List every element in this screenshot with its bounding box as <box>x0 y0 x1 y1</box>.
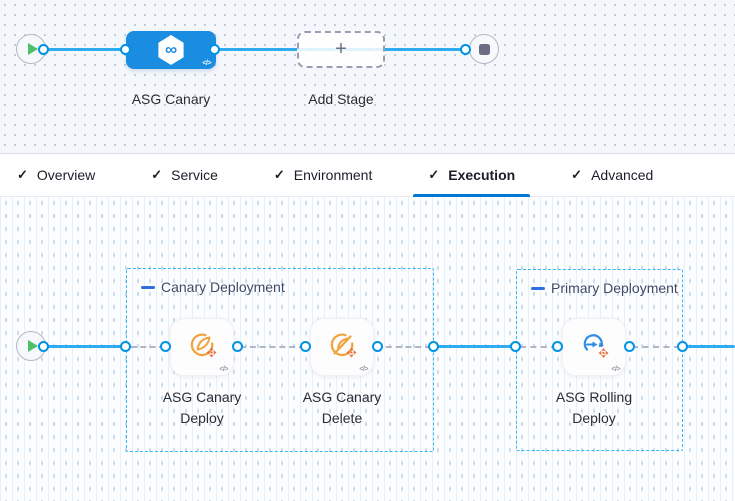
connector-port <box>38 44 49 55</box>
dashed-connector-line <box>240 346 305 348</box>
dashed-connector-line <box>376 346 431 348</box>
connector-port <box>510 341 521 352</box>
plus-icon: + <box>335 37 347 60</box>
tab-label: Service <box>171 167 218 183</box>
tab-label: Advanced <box>591 167 654 183</box>
execution-connector-line <box>683 345 735 348</box>
tab-label: Execution <box>448 167 516 183</box>
group-dash-icon <box>531 286 545 290</box>
group-dash-icon <box>141 285 155 289</box>
asg-delete-icon <box>330 333 357 358</box>
group-title: Canary Deployment <box>161 279 285 295</box>
connector-port <box>38 341 49 352</box>
check-icon: ✓ <box>151 167 163 182</box>
check-icon: ✓ <box>273 167 285 182</box>
connector-port <box>428 341 439 352</box>
play-icon <box>27 340 38 352</box>
dashed-connector-line <box>632 346 680 348</box>
connector-port <box>624 341 635 352</box>
execution-connector-line <box>434 345 516 348</box>
step-card-asg-canary-delete[interactable]: </> <box>310 318 374 376</box>
tab-environment[interactable]: ✓ Environment <box>259 154 388 196</box>
tab-label: Environment <box>293 167 373 183</box>
connector-port <box>460 44 471 55</box>
tab-execution[interactable]: ✓ Execution <box>413 154 530 197</box>
step-label: ASG Rolling Deploy <box>555 389 633 426</box>
yaml-badge-icon[interactable]: </> <box>202 60 211 67</box>
connector-port <box>209 44 220 55</box>
add-stage-button[interactable]: + <box>297 31 385 68</box>
group-primary-deployment: Primary Deployment <box>516 269 683 451</box>
connector-port <box>300 341 311 352</box>
stage-node-asg-canary[interactable]: ∞ </> <box>126 31 216 69</box>
yaml-badge-icon[interactable]: </> <box>359 366 368 373</box>
group-canary-deployment: Canary Deployment <box>126 268 434 452</box>
group-title: Primary Deployment <box>551 280 678 296</box>
connector-port <box>552 341 563 352</box>
dashed-connector-line <box>520 346 557 348</box>
add-stage-label: Add Stage <box>308 91 374 107</box>
connector-port <box>160 341 171 352</box>
connector-port <box>232 341 243 352</box>
group-header: Primary Deployment <box>531 280 678 296</box>
check-icon: ✓ <box>17 167 28 182</box>
asg-deploy-icon <box>190 333 217 358</box>
stage-config-tab-bar: ✓ Overview ✓ Service ✓ Environment ✓ Exe… <box>0 153 735 197</box>
connector-port <box>120 44 131 55</box>
dashed-connector-line <box>131 346 165 348</box>
connector-port <box>372 341 383 352</box>
connector-port <box>120 341 131 352</box>
step-label: ASG Canary Delete <box>302 389 382 426</box>
tab-service[interactable]: ✓ Service <box>136 154 233 196</box>
check-icon: ✓ <box>571 167 583 182</box>
play-icon <box>27 43 38 55</box>
harness-cd-icon: ∞ <box>158 35 184 65</box>
execution-canvas[interactable]: Canary Deployment Primary Deployment </> <box>0 197 735 501</box>
pipeline-connector-line <box>44 48 468 51</box>
step-card-asg-canary-deploy[interactable]: </> <box>170 318 234 376</box>
step-card-asg-rolling-deploy[interactable]: </> <box>562 318 626 376</box>
check-icon: ✓ <box>428 167 440 182</box>
asg-rolling-deploy-icon <box>583 334 609 358</box>
yaml-badge-icon[interactable]: </> <box>219 366 228 373</box>
execution-connector-line <box>46 345 130 348</box>
connector-port <box>677 341 688 352</box>
tab-advanced[interactable]: ✓ Advanced <box>556 154 668 196</box>
stage-label: ASG Canary <box>131 91 211 107</box>
group-header: Canary Deployment <box>141 279 285 295</box>
pipeline-end-node <box>469 34 499 64</box>
pipeline-canvas[interactable]: ∞ </> + ASG Canary Add Stage <box>0 0 735 153</box>
tab-label: Overview <box>36 167 96 183</box>
tab-overview[interactable]: ✓ Overview <box>2 154 110 196</box>
yaml-badge-icon[interactable]: </> <box>611 366 620 373</box>
step-label: ASG Canary Deploy <box>162 389 242 426</box>
stop-icon <box>478 43 490 55</box>
